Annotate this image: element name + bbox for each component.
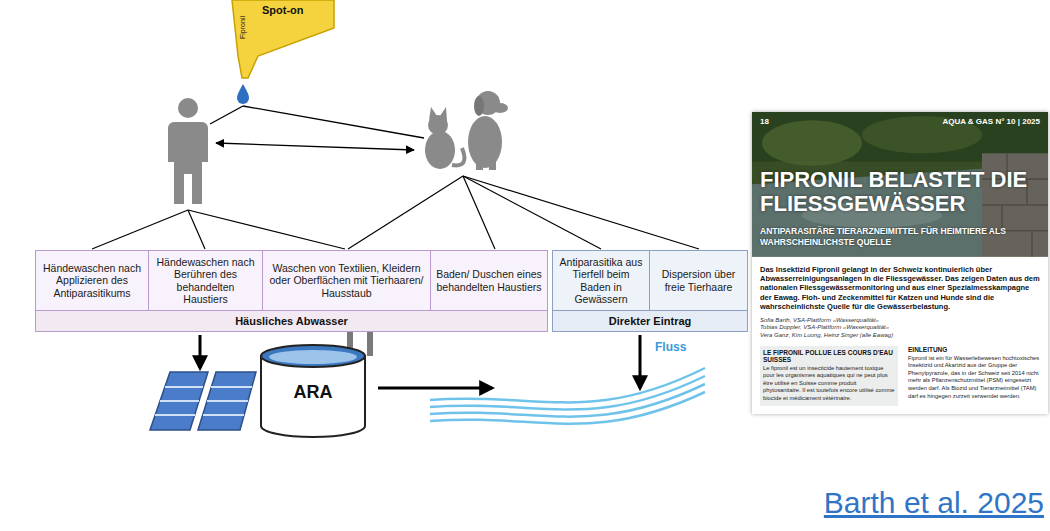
tube-shape (232, 0, 334, 78)
river-label: Fluss (655, 340, 686, 354)
leader-line (92, 210, 188, 249)
page-number: 18 (760, 117, 769, 126)
flow-arrow (199, 335, 202, 368)
author-line: Sofia Barth, VSA-Plattform «Wasserqualit… (760, 317, 1040, 325)
article-column: LE FIPRONIL POLLUE LES COURS D'EAU SUISS… (760, 346, 898, 406)
pathway-box: Händewaschen nach Berühren des behandelt… (149, 251, 263, 310)
dog-leg (489, 140, 496, 170)
article-authors: Sofia Barth, VSA-Plattform «Wasserqualit… (752, 312, 1048, 340)
dog-body (468, 116, 502, 168)
leader-line (463, 176, 699, 249)
river-lines (430, 368, 705, 424)
box-text: Händewaschen nach Berühren des behandelt… (153, 256, 258, 304)
author-line: Tobias Doppler, VSA-Plattform «Wasserqua… (760, 324, 1040, 332)
leader-line (348, 176, 463, 249)
leader-line (188, 210, 205, 249)
grate-bars (155, 387, 252, 415)
label-anchor: Barth et al. 2025 (824, 486, 1044, 520)
flow-arrow (639, 335, 642, 388)
article-thumbnail: 18 AQUA & GAS N° 10 | 2025 FIPRONIL BELAS… (752, 112, 1048, 414)
dog-icon (468, 91, 508, 170)
tube-label: Fipronil (239, 16, 246, 39)
person-icon (168, 98, 208, 204)
label-anchor: Fluss (655, 340, 686, 354)
column-heading: LE FIPRONIL POLLUE LES COURS D'EAU SUISS… (763, 349, 895, 363)
dog-ear (474, 96, 484, 116)
article-column: EINLEITUNG Fipronil ist ein für Wasserleb… (908, 346, 1040, 406)
article-title: FIPRONIL BELASTET DIE FLIESSGEWÄSSER (760, 168, 1040, 216)
cat-ear (440, 107, 447, 121)
article-photo: 18 AQUA & GAS N° 10 | 2025 FIPRONIL BELAS… (752, 112, 1048, 257)
fan-lines (92, 176, 699, 249)
group-label: Direkter Eintrag (609, 315, 692, 327)
cat-body (425, 131, 455, 169)
cat-icon (425, 107, 464, 169)
box-text: Händewaschen nach Applizieren des Antipa… (40, 262, 144, 298)
group-band: Häusliches Abwasser (36, 310, 547, 331)
river-line (430, 376, 705, 410)
cat-ear (429, 107, 437, 120)
article-lead-area: Das Insektizid Fipronil gelangt in der S… (752, 257, 1048, 312)
group-band: Direkter Eintrag (553, 310, 747, 331)
photo-ground (752, 112, 1048, 257)
treatment-plant-tank: ARA (258, 342, 368, 442)
article-header: 18 AQUA & GAS N° 10 | 2025 (760, 117, 1040, 126)
citation-link: Barth et al. 2025 (824, 486, 1044, 520)
pathway-box: Dispersion über freie Tierhaare (650, 251, 747, 310)
river-line (430, 384, 705, 417)
leader-line (210, 106, 243, 124)
drop-icon (237, 84, 249, 104)
box-text: Waschen von Textilien, Kleidern oder Obe… (267, 262, 426, 298)
double-arrow (216, 143, 414, 150)
cat-tail (452, 148, 464, 165)
column-heading: EINLEITUNG (908, 346, 1040, 353)
person-body (168, 122, 208, 204)
pathway-box: Baden/ Duschen eines behandelten Haustie… (431, 251, 547, 310)
column-text: Fipronil ist ein für Wasserlebewesen hoc… (908, 355, 1040, 400)
journal-issue: AQUA & GAS N° 10 | 2025 (942, 117, 1040, 126)
river-line (430, 392, 705, 424)
article-lead: Das Insektizid Fipronil gelangt in der S… (760, 265, 1040, 312)
pathway-group: Häusliches Abwasser Händewaschen nach App… (35, 250, 548, 332)
pathway-box: Waschen von Textilien, Kleidern oder Obe… (263, 251, 431, 310)
box-text: Baden/ Duschen eines behandelten Haustie… (435, 268, 543, 292)
leader-line (188, 210, 345, 249)
dog-leg (476, 150, 483, 170)
author-line: Vera Ganz, Kim Luong, Heinz Singer (alle… (760, 332, 1040, 340)
drain-grates (150, 372, 256, 430)
spot-on-tube: Fipronil Spot-on (222, 0, 340, 86)
leader-line (463, 176, 495, 249)
flow-arrow (378, 387, 492, 390)
pathway-group: Direkter Eintrag Antiparasitika aus Tierf… (552, 250, 748, 332)
column-text: Le fipronil est un insecticide hautement… (763, 365, 895, 403)
dog-snout (492, 103, 508, 113)
box-text: Antiparasitika aus Tierfell beim Baden i… (557, 256, 645, 304)
pathway-box: Händewaschen nach Applizieren des Antipa… (36, 251, 149, 310)
tube-label: Spot-on (262, 5, 304, 16)
leader-line (243, 106, 424, 138)
river-line (430, 368, 705, 402)
article-subtitle: ANTIPARASITÄRE TIERARZNEIMITTEL FÜR HEIM… (760, 226, 1040, 247)
photo-shade (752, 112, 1048, 257)
article-titles: FIPRONIL BELASTET DIE FLIESSGEWÄSSER ANTI… (760, 168, 1040, 248)
tank-top (261, 345, 365, 367)
box-text: Dispersion über freie Tierhaare (654, 268, 743, 292)
pathway-box: Antiparasitika aus Tierfell beim Baden i… (553, 251, 650, 310)
person-head (178, 98, 198, 118)
tank-water (269, 350, 357, 364)
tank-label: ARA (258, 382, 368, 403)
group-label: Häusliches Abwasser (235, 315, 348, 327)
article-columns: LE FIPRONIL POLLUE LES COURS D'EAU SUISS… (752, 340, 1048, 414)
